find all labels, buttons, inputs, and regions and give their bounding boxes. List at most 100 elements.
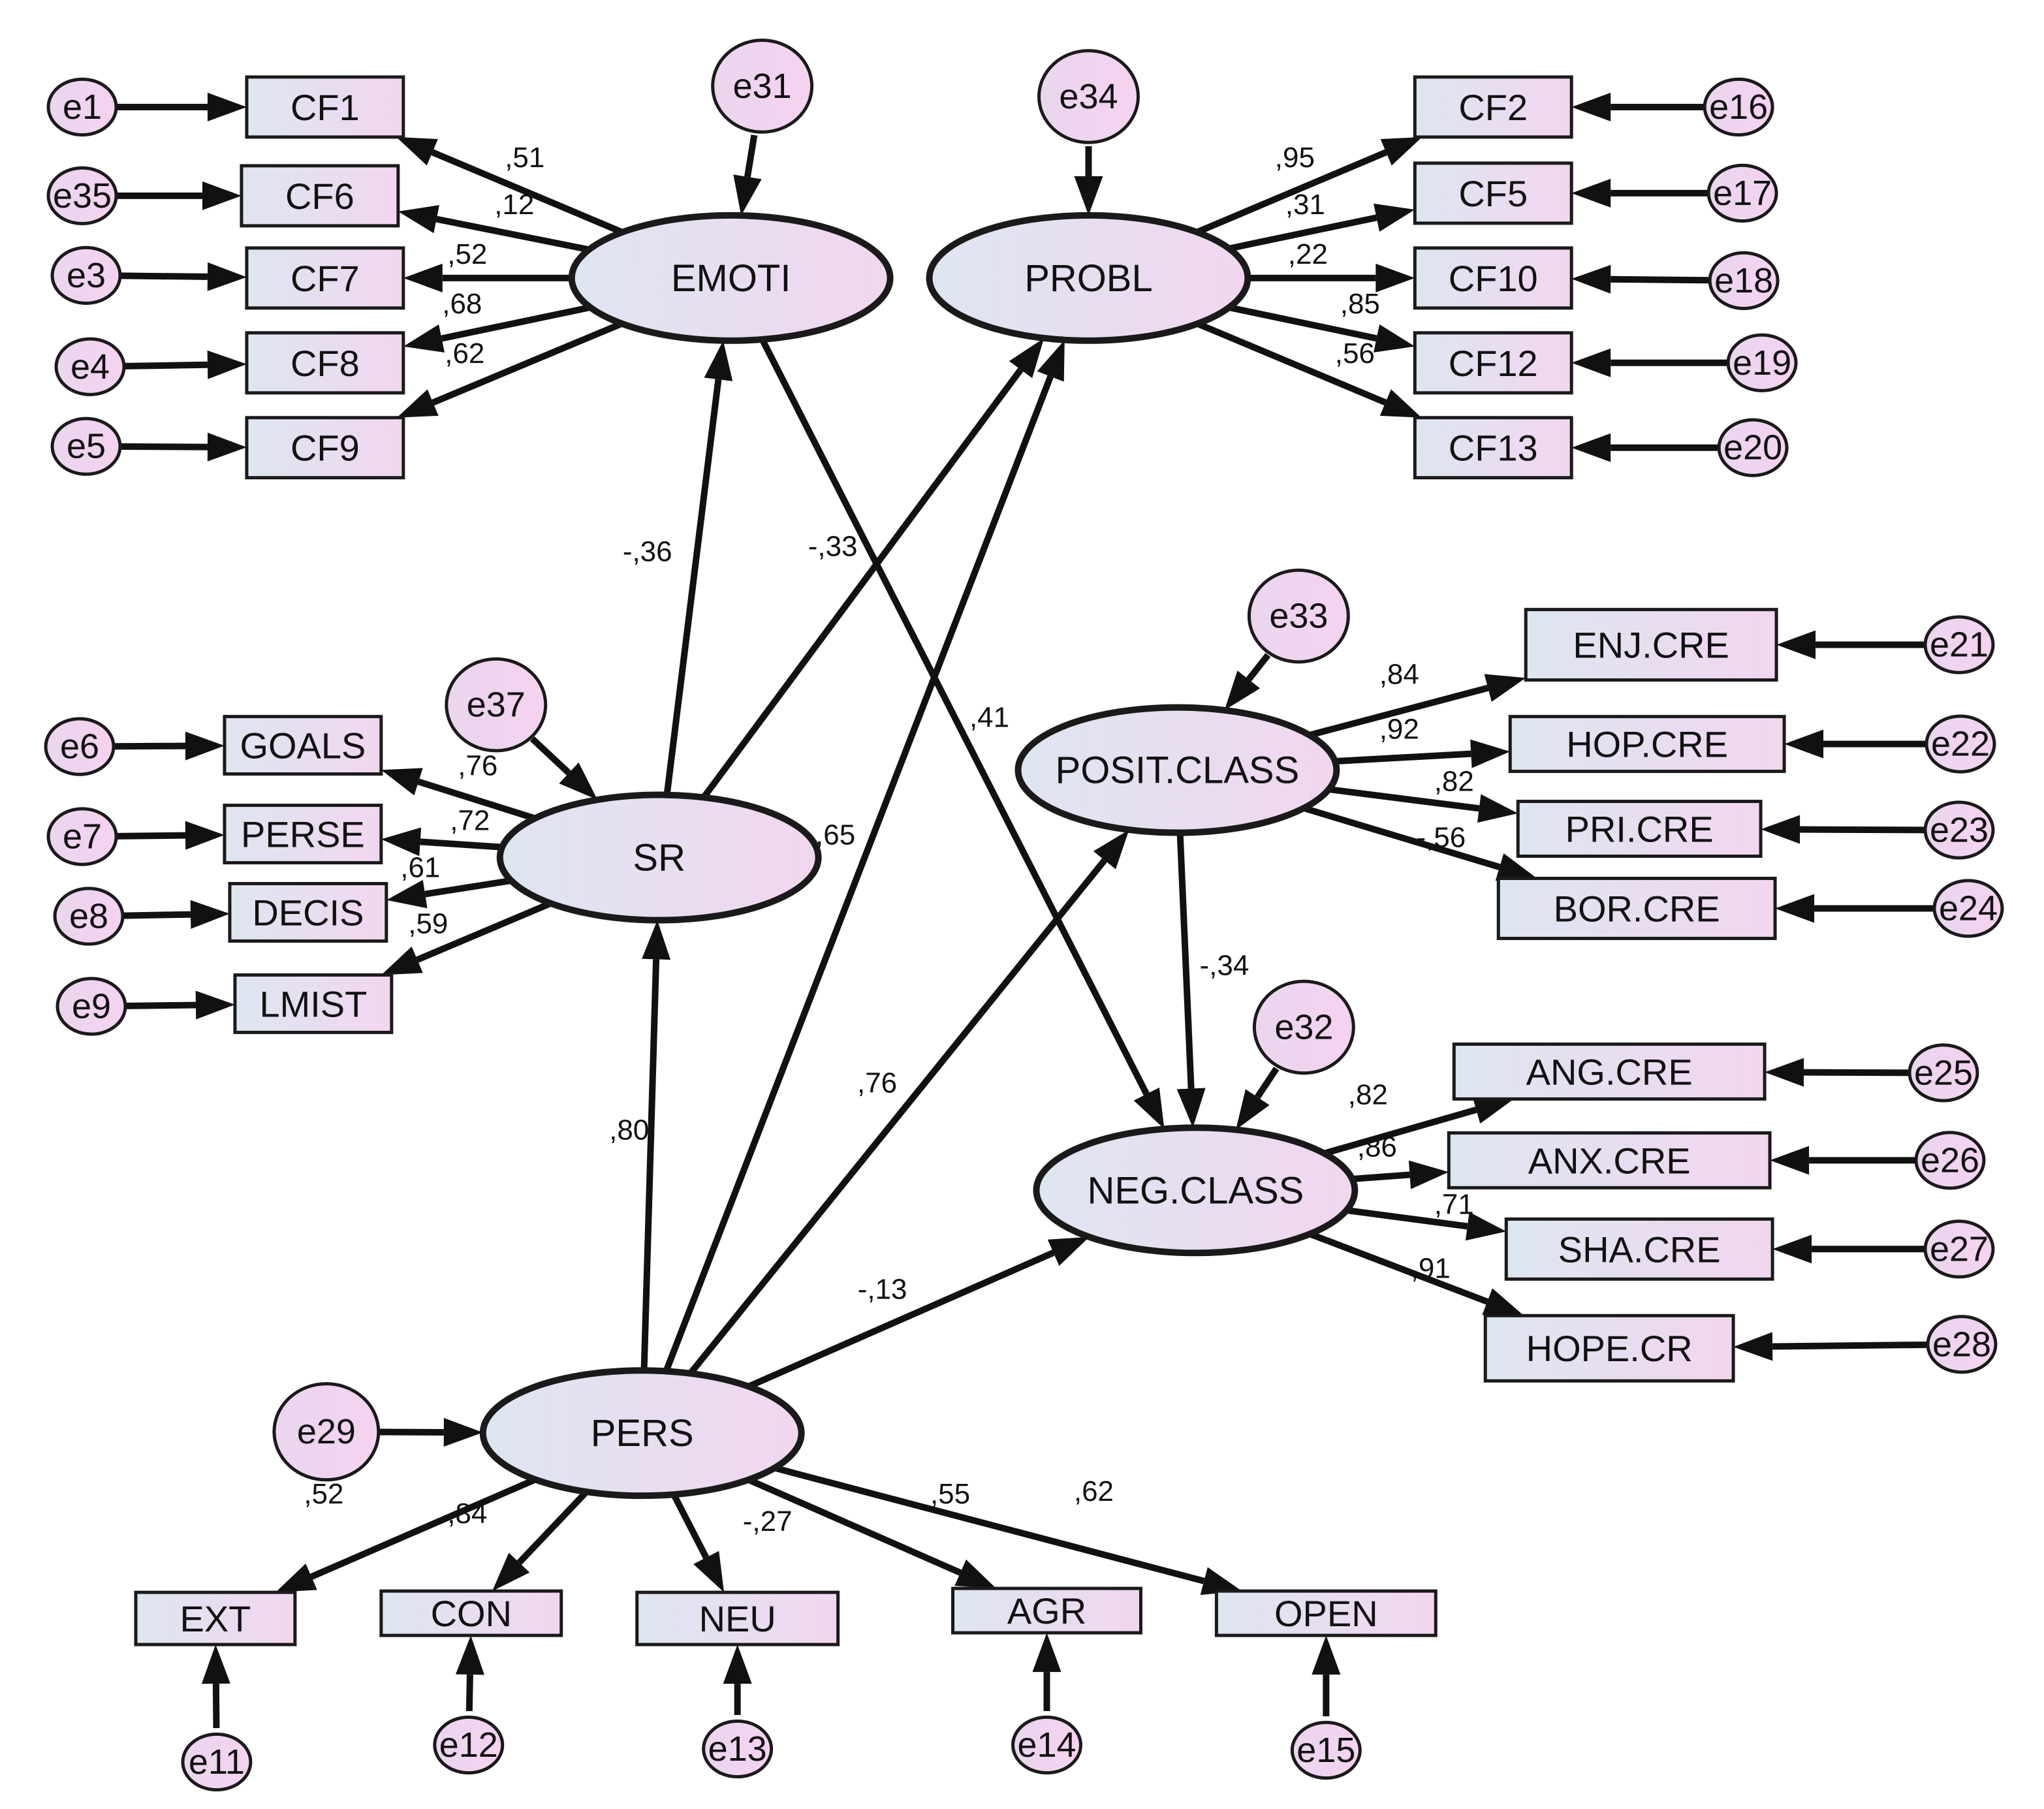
observed-enj: ENJ.CRE xyxy=(1524,608,1778,682)
error-e12-shape xyxy=(433,1715,505,1775)
path-e6-to-goals xyxy=(113,742,185,750)
path-pers-to-neg-arrowhead xyxy=(1047,1236,1090,1266)
error-e6-label: e6 xyxy=(60,727,99,766)
path-sr-to-probl-arrowhead xyxy=(1009,338,1045,379)
path-neg-to-ang xyxy=(1323,1107,1477,1157)
path-probl-to-cf13-arrowhead xyxy=(1379,389,1422,418)
observed-cf7-label: CF7 xyxy=(291,258,360,299)
coefficient-labels: ,51,12,52,68,62,95,31,22,85,56,76,72,61,… xyxy=(304,142,1474,1537)
observed-bor-label: BOR.CRE xyxy=(1554,888,1720,929)
error-e4-label: e4 xyxy=(71,347,110,386)
error-e12-label: e12 xyxy=(439,1725,498,1765)
path-e9-to-lmist-arrowhead xyxy=(195,990,235,1020)
observed-con-label: CON xyxy=(431,1593,512,1634)
coef-emoti-cf9: ,62 xyxy=(445,338,484,370)
coef-sr-decis: ,61 xyxy=(400,852,440,884)
path-posit-to-neg xyxy=(1176,832,1195,1089)
path-posit-to-enj xyxy=(1308,684,1489,738)
coef-emoti-cf6: ,12 xyxy=(494,189,534,221)
error-e18-label: e18 xyxy=(1714,261,1773,300)
observed-sha: SHA.CRE xyxy=(1504,1217,1774,1281)
observed-lmist: LMIST xyxy=(233,973,394,1034)
error-e19-shape xyxy=(1726,333,1798,392)
path-e16-to-cf2-arrowhead xyxy=(1571,92,1611,121)
observed-con: CON xyxy=(379,1589,563,1637)
error-e16-shape xyxy=(1703,77,1774,137)
path-e32-to-neg-arrowhead xyxy=(1236,1089,1270,1130)
latent-sr-shape xyxy=(496,791,822,924)
path-emoti-to-cf9-arrowhead xyxy=(396,389,439,418)
error-e18: e18 xyxy=(1708,251,1780,310)
path-e28-to-hope-arrowhead xyxy=(1733,1332,1773,1361)
coef-pers-con: ,84 xyxy=(447,1498,487,1530)
observed-pri-shape xyxy=(1516,800,1763,858)
coef-emoti-cf1: ,51 xyxy=(505,142,544,174)
observed-cf8-shape xyxy=(245,331,405,395)
error-e23-label: e23 xyxy=(1930,811,1989,850)
observed-agr: AGR xyxy=(951,1586,1142,1635)
error-e21: e21 xyxy=(1923,615,1995,674)
error-e25: e25 xyxy=(1908,1043,1979,1103)
error-e5-shape xyxy=(50,417,122,476)
observed-enj-shape xyxy=(1524,608,1778,682)
error-e22-shape xyxy=(1925,714,1996,774)
error-e32-label: e32 xyxy=(1274,1007,1333,1046)
coef-pers-ext: ,52 xyxy=(304,1478,343,1510)
coef-probl-cf10: ,22 xyxy=(1288,238,1328,270)
error-e34: e34 xyxy=(1037,49,1140,144)
error-e12: e12 xyxy=(433,1715,505,1775)
observed-cf8-label: CF8 xyxy=(291,343,360,384)
path-e18-to-cf10-arrowhead xyxy=(1571,264,1611,294)
path-pers-to-ext-arrowhead xyxy=(275,1564,317,1593)
error-e20-label: e20 xyxy=(1723,428,1782,467)
coef-pers-neg: -,13 xyxy=(858,1273,907,1305)
path-probl-to-cf10-arrowhead xyxy=(1376,263,1415,292)
observed-lmist-shape xyxy=(233,973,394,1034)
error-e13-label: e13 xyxy=(708,1729,767,1769)
error-e9-shape xyxy=(55,977,127,1036)
observed-perse: PERSE xyxy=(223,804,383,865)
error-e34-label: e34 xyxy=(1059,77,1118,116)
path-neg-to-ang-arrowhead xyxy=(1472,1095,1514,1124)
error-e4-shape xyxy=(54,337,126,396)
path-neg-to-sha-arrowhead xyxy=(1465,1212,1507,1241)
latent-posit-shape xyxy=(1014,704,1340,836)
error-e25-label: e25 xyxy=(1914,1053,1973,1092)
coef-probl-cf13: ,56 xyxy=(1335,338,1375,370)
error-e22: e22 xyxy=(1925,714,1996,774)
path-pers-to-ext xyxy=(310,1476,537,1580)
path-e12-to-con xyxy=(465,1674,473,1712)
path-pers-to-neu-arrowhead xyxy=(693,1550,725,1593)
path-pers-to-probl-arrowhead xyxy=(1037,339,1065,382)
error-e9: e9 xyxy=(55,977,127,1036)
path-emoti-to-cf7-arrowhead xyxy=(403,263,443,292)
observed-cf9: CF9 xyxy=(245,416,405,480)
observed-cf10: CF10 xyxy=(1413,246,1573,310)
error-e23-shape xyxy=(1923,800,1995,860)
path-e14-to-agr-arrowhead xyxy=(1032,1633,1061,1673)
error-e5: e5 xyxy=(50,417,122,476)
path-probl-to-cf12-arrowhead xyxy=(1374,324,1415,353)
latent-pers-shape xyxy=(479,1367,805,1500)
error-e14-shape xyxy=(1011,1715,1082,1775)
observed-cf2: CF2 xyxy=(1413,75,1573,139)
error-e32: e32 xyxy=(1252,979,1355,1075)
path-e35-to-cf6-arrowhead xyxy=(202,181,242,210)
error-e14: e14 xyxy=(1011,1715,1082,1775)
observed-anx-shape xyxy=(1447,1131,1772,1189)
path-neg-to-sha xyxy=(1345,1206,1468,1230)
coef-neg-sha: ,71 xyxy=(1434,1188,1474,1220)
latent-neg-label: NEG.CLASS xyxy=(1087,1170,1304,1212)
error-e8: e8 xyxy=(53,887,125,946)
path-emoti-to-cf9 xyxy=(432,321,623,406)
path-pers-to-con-arrowhead xyxy=(492,1552,530,1592)
coef-pers-posit: ,76 xyxy=(857,1067,897,1099)
observed-neu: NEU xyxy=(635,1590,840,1646)
error-e27: e27 xyxy=(1923,1219,1995,1279)
error-e15-label: e15 xyxy=(1297,1731,1355,1770)
observed-cf7-shape xyxy=(245,246,405,310)
path-emoti-to-cf6 xyxy=(435,215,590,253)
error-e34-shape xyxy=(1037,49,1140,144)
observed-perse-label: PERSE xyxy=(241,814,365,855)
error-e8-label: e8 xyxy=(69,896,108,936)
